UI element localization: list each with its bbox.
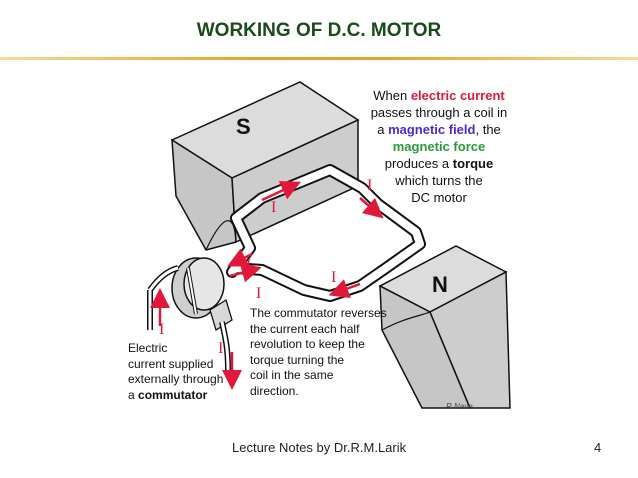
caption-text: When: [373, 88, 411, 103]
image-credit: R Nave: [446, 402, 473, 411]
current-arrow: [261, 181, 302, 202]
commutator-term: commutator: [138, 387, 208, 402]
principle-caption: When electric current passes through a c…: [355, 87, 523, 206]
north-pole-label: N: [432, 272, 448, 297]
commutator-note-line: torque turning the: [250, 352, 345, 367]
commutator-note-line: coil in the same: [250, 368, 334, 382]
current-label: I: [246, 257, 251, 274]
magnetic-force-term: magnetic force: [392, 139, 486, 154]
supply-note-line: Electric: [128, 341, 168, 355]
commutator-note-line: The commutator reverses: [250, 306, 387, 320]
magnetic-field-term: magnetic field: [388, 122, 476, 137]
armature-coil: [226, 164, 426, 302]
supply-note-line: a: [128, 387, 139, 402]
electric-current-term: electric current: [410, 88, 505, 103]
supply-note: Electric current supplied externally thr…: [128, 341, 223, 403]
commutator-note-line: direction.: [250, 383, 299, 398]
south-pole-label: S: [236, 114, 251, 139]
current-arrow: [328, 279, 361, 298]
supply-note-line: current supplied: [128, 356, 214, 371]
current-label: I: [367, 177, 372, 194]
caption-text: produces a: [384, 156, 453, 171]
current-label: I: [218, 340, 223, 357]
footer-author: Lecture Notes by Dr.R.M.Larik: [232, 440, 407, 455]
current-arrows: [150, 181, 384, 390]
caption-text: a: [377, 122, 389, 137]
commutator-note: The commutator reverses the current each…: [250, 306, 387, 399]
current-arrow: [229, 262, 262, 283]
torque-term: torque: [452, 156, 494, 171]
title-rule: [0, 57, 638, 60]
current-labels: I I I I I I I: [159, 177, 372, 357]
supply-note-line: externally through: [128, 372, 224, 386]
current-label: I: [256, 285, 261, 302]
caption-text: , the: [475, 122, 501, 137]
north-pole-magnet: [378, 245, 511, 409]
commutator-note-line: revolution to keep the: [250, 337, 365, 351]
commutator-note-line: the current each half: [250, 321, 360, 336]
current-label: I: [331, 269, 336, 286]
current-arrow: [227, 248, 253, 267]
commutator: [147, 257, 233, 371]
caption-text: passes through a coil in: [370, 105, 508, 120]
current-label: I: [271, 199, 276, 216]
current-arrow: [359, 197, 384, 219]
page-number: 4: [594, 440, 602, 455]
slide-title: WORKING OF D.C. MOTOR: [196, 20, 442, 41]
caption-text: which turns the: [395, 173, 483, 188]
current-label: I: [159, 321, 164, 338]
caption-text: DC motor: [411, 190, 467, 205]
